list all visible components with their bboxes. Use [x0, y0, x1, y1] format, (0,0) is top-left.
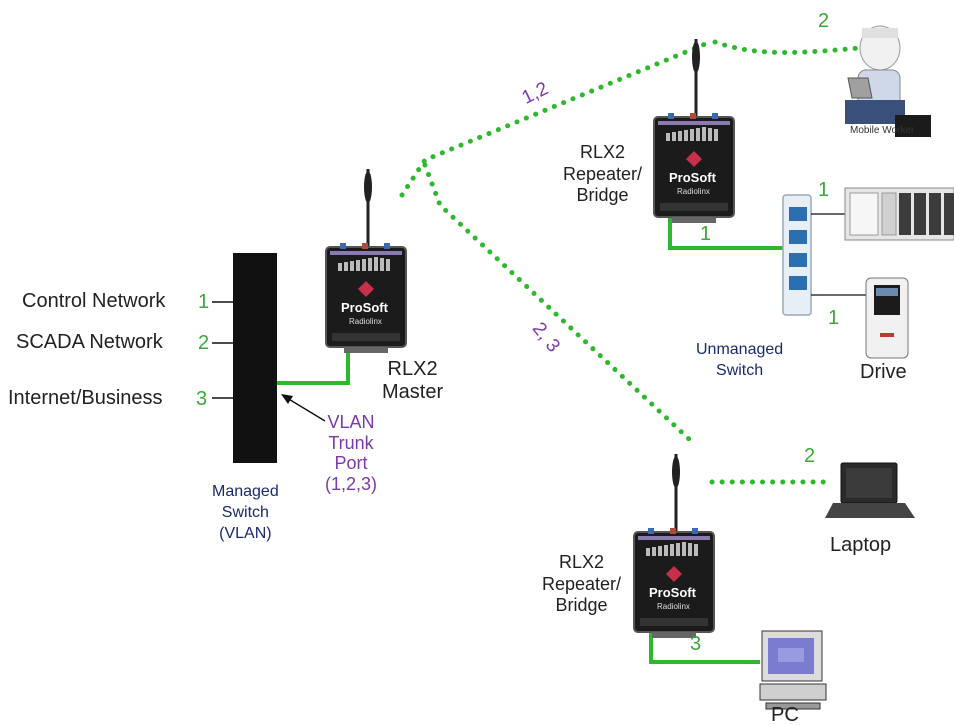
unmanaged-switch — [782, 194, 812, 316]
drive-device — [865, 277, 909, 359]
internet-vlan-number: 3 — [196, 388, 208, 410]
mobile-worker-label: Mobile Worker — [850, 125, 915, 136]
wired-links — [265, 215, 790, 664]
drive-label: Drive — [860, 361, 907, 383]
link-label-switch-drive: 1 — [828, 307, 840, 329]
repeater-top-label: RLX2 Repeater/ Bridge — [563, 142, 643, 206]
wireless-link-master-top — [399, 39, 713, 198]
wireless-links — [399, 39, 863, 485]
link-label-laptop: 2 — [804, 445, 816, 467]
managed-switch — [233, 253, 277, 463]
unmanaged-switch-label: Unmanaged Switch — [696, 341, 784, 379]
plc-rack — [844, 187, 954, 241]
laptop-device — [825, 462, 915, 518]
repeater-bottom-brand: ProSoft — [649, 585, 696, 600]
wireless-link-top-mobile — [712, 39, 863, 55]
managed-switch-label: Managed Switch (VLAN) — [212, 483, 279, 542]
repeater-bottom-label: RLX2 Repeater/ Bridge — [542, 552, 622, 616]
repeater-top-brand: ProSoft — [669, 170, 716, 185]
pc-device — [759, 630, 827, 710]
control-network-label: Control Network — [22, 290, 166, 312]
switch-port-lines — [212, 301, 233, 399]
mobile-worker-figure — [845, 25, 931, 137]
trunk-arrow — [281, 394, 326, 422]
vlan-trunk-label: VLAN Trunk Port (1,2,3) — [325, 412, 378, 495]
wired-link-top-switch — [668, 215, 790, 250]
pc-label: PC — [771, 704, 799, 725]
link-label-switch-plc: 1 — [818, 179, 830, 201]
internet-business-label: Internet/Business — [8, 387, 163, 409]
wired-link-bottom-pc — [649, 627, 760, 664]
link-label-pc: 3 — [690, 633, 702, 655]
master-sub-brand: Radiolinx — [349, 317, 382, 326]
master-label: RLX2 Master — [382, 358, 444, 403]
wired-link-switch-master — [265, 345, 350, 385]
control-vlan-number: 1 — [198, 291, 210, 313]
repeater-top-sub-brand: Radiolinx — [677, 187, 710, 196]
master-brand: ProSoft — [341, 300, 388, 315]
laptop-label: Laptop — [830, 534, 892, 556]
scada-vlan-number: 2 — [198, 332, 210, 354]
repeater-bottom-sub-brand: Radiolinx — [657, 602, 690, 611]
link-label-mobile-worker: 2 — [818, 10, 830, 32]
scada-network-label: SCADA Network — [16, 331, 163, 353]
wireless-link-master-bottom — [422, 162, 693, 443]
link-label-top-switch: 1 — [700, 223, 712, 245]
